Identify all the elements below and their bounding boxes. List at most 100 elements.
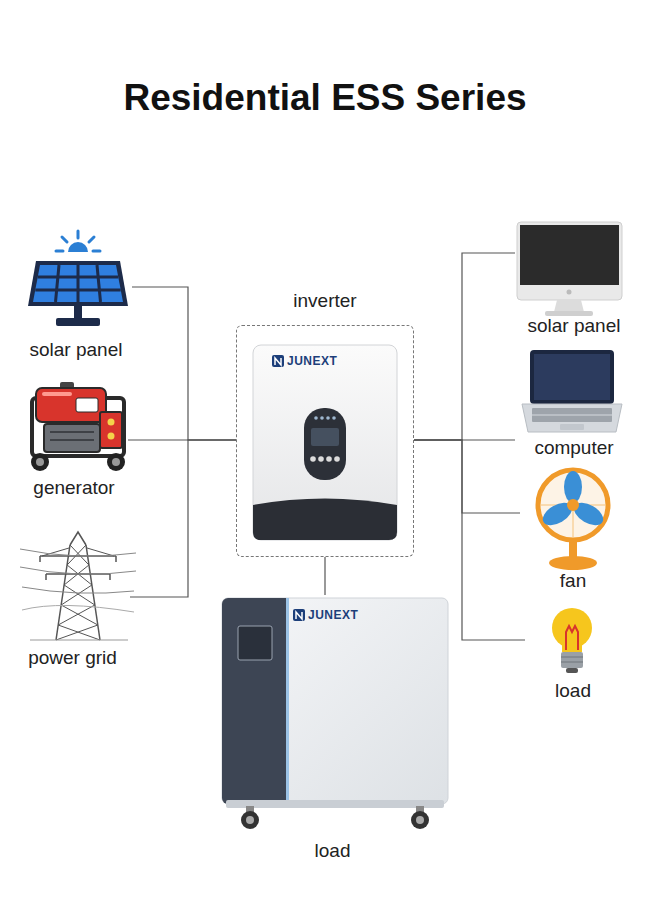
node-caption: load <box>315 840 351 862</box>
generator-icon <box>107 453 125 471</box>
brand-label: JUNEXT <box>287 354 337 368</box>
node-caption: load <box>555 680 591 702</box>
battery-image <box>411 811 429 829</box>
solar-panel-icon <box>35 265 120 302</box>
node-caption: fan <box>560 570 586 592</box>
inverter-image <box>253 345 397 540</box>
solar-panel-icon <box>56 318 100 326</box>
solar-panel-icon <box>97 265 101 302</box>
bulb-icon <box>561 657 583 658</box>
battery-image <box>222 598 286 804</box>
solar-panel-icon <box>35 289 120 292</box>
battery-image <box>238 626 272 660</box>
connector-line <box>414 440 520 513</box>
connector-line <box>324 557 325 595</box>
device-node: power grid <box>15 527 130 672</box>
fan-icon <box>540 472 606 538</box>
laptop-icon <box>560 424 584 430</box>
inverter-image <box>332 416 336 420</box>
fan-icon <box>538 470 608 570</box>
device-node: generator <box>20 382 128 502</box>
solar-panel-icon <box>56 250 63 253</box>
fan-icon <box>567 499 579 511</box>
device-node: solar panel <box>515 220 633 340</box>
solar-panel-icon <box>38 276 119 279</box>
node-caption: solar panel <box>528 315 621 337</box>
connector-line <box>130 440 236 597</box>
connector-line <box>414 440 525 640</box>
solar-panel-icon <box>77 231 80 238</box>
box-heading: inverter <box>177 290 473 312</box>
solar-panel-icon <box>62 237 67 242</box>
laptop-icon <box>522 350 622 432</box>
connector-line <box>132 287 236 440</box>
node-caption: solar panel <box>30 339 123 361</box>
power-tower-icon <box>20 532 136 640</box>
solar-panel-icon <box>56 265 60 302</box>
solar-panel-icon <box>77 265 80 302</box>
generator-icon <box>108 433 115 440</box>
solar-panel-icon <box>28 261 128 306</box>
laptop-icon <box>522 404 622 432</box>
battery-image <box>241 811 259 829</box>
power-tower-icon <box>86 545 100 640</box>
bulb-icon <box>561 652 583 668</box>
inverter-image <box>310 456 316 462</box>
device-node: load <box>215 595 450 865</box>
laptop-icon <box>532 408 612 422</box>
generator-icon <box>36 458 44 466</box>
battery-image <box>222 598 448 829</box>
generator-icon <box>50 439 94 441</box>
power-tower-icon <box>39 556 41 562</box>
solar-panel-icon <box>68 242 88 252</box>
solar-panel-icon <box>93 250 100 253</box>
generator-icon <box>100 412 122 448</box>
generator-icon <box>44 424 100 452</box>
fan-icon <box>549 556 597 570</box>
battery-image <box>222 598 448 804</box>
inverter-image <box>304 408 346 480</box>
battery-image <box>246 816 254 824</box>
inverter-image <box>311 428 339 446</box>
generator-icon <box>112 458 120 466</box>
generator-icon <box>76 398 98 412</box>
node-caption: power grid <box>28 647 117 669</box>
inverter-image <box>314 416 318 420</box>
power-tower-icon <box>22 605 134 612</box>
generator-icon <box>108 419 115 426</box>
inverter-image <box>326 456 332 462</box>
inverter-image <box>253 345 397 540</box>
monitor-icon <box>517 222 622 300</box>
laptop-icon <box>534 354 610 400</box>
power-tower-icon <box>70 532 86 545</box>
inverter-image <box>320 416 324 420</box>
inverter-image <box>272 355 284 367</box>
battery-image <box>296 612 302 619</box>
node-caption: computer <box>534 437 613 459</box>
inverter-image <box>253 499 397 541</box>
battery-image <box>286 598 289 804</box>
power-tower-icon <box>109 574 111 580</box>
inverter-image <box>334 456 340 462</box>
monitor-icon <box>554 300 584 312</box>
connector-line <box>414 253 515 440</box>
generator-icon <box>42 392 72 396</box>
bulb-icon <box>566 626 578 650</box>
inverter-image <box>275 358 281 365</box>
node-caption: generator <box>33 477 114 499</box>
generator-icon <box>31 453 49 471</box>
power-tower-icon <box>30 640 128 641</box>
battery-image <box>226 800 444 808</box>
device-node: load <box>525 605 621 705</box>
inverter-image <box>326 416 330 420</box>
fan-icon <box>564 471 582 503</box>
laptop-icon <box>530 350 614 404</box>
bulb-icon <box>552 608 592 673</box>
brand-label: JUNEXT <box>308 608 358 622</box>
battery-image <box>416 816 424 824</box>
power-tower-icon <box>22 587 134 593</box>
device-node: computer <box>515 348 633 462</box>
solar-panel-icon <box>28 231 128 326</box>
